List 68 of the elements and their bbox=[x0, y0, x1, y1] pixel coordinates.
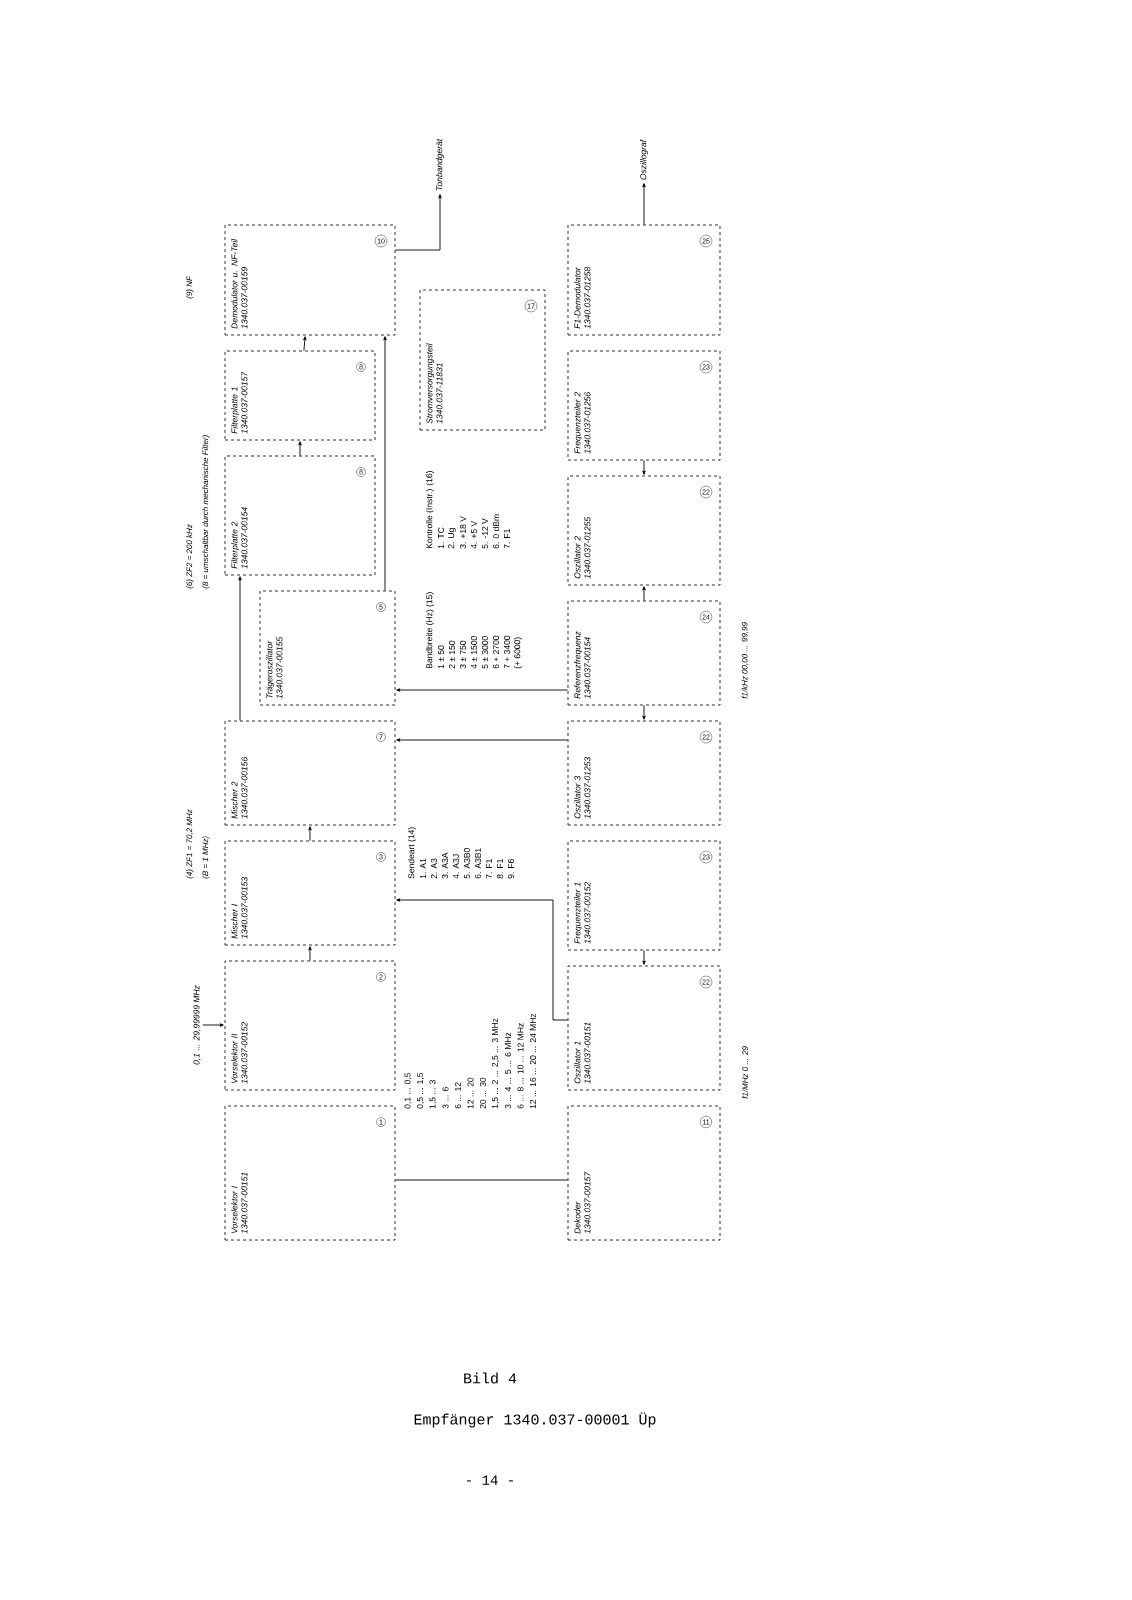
signal-annotation: (9) NF bbox=[186, 275, 194, 299]
table-cell: 1 ± 50 bbox=[438, 645, 444, 669]
table-cell: Bandbreite (Hz) (15) bbox=[426, 592, 434, 669]
signal-annotation: (6) ZF2 = 200 kHz bbox=[186, 524, 194, 589]
table-cell: 7 + 3400 bbox=[504, 635, 510, 669]
table-cell: 4. +5 V bbox=[471, 520, 477, 549]
table-cell: 3. +18 V bbox=[460, 516, 466, 549]
signal-arrow bbox=[308, 946, 312, 962]
table-cell: 7. F1 bbox=[486, 859, 492, 879]
table-cell: 12 ... 20 bbox=[467, 1077, 474, 1109]
table-cell: 3. A3A bbox=[442, 852, 448, 879]
table-cell: 2. A3 bbox=[431, 858, 437, 879]
signal-arrow bbox=[642, 949, 646, 965]
table-cell: 6. 0 dBm bbox=[492, 514, 500, 549]
figure-caption: Empfänger 1340.037-00001 Üp bbox=[414, 1412, 656, 1428]
signal-arrow bbox=[238, 576, 242, 722]
signal-arrow bbox=[642, 183, 646, 226]
table-cell: 5. A3B0 bbox=[464, 848, 470, 879]
table-cell: 5. -12 V bbox=[482, 518, 488, 549]
table-cell: (+ 6000) bbox=[514, 637, 522, 669]
table-cell: 6 ... 12 bbox=[455, 1082, 461, 1109]
table-cell: 2 ± 150 bbox=[449, 640, 455, 669]
table-cell: 6 + 2700 bbox=[493, 635, 499, 669]
table-cell: 0,5 ... 1,5 bbox=[417, 1072, 424, 1109]
signal-arrow bbox=[394, 194, 442, 251]
signal-arrow bbox=[303, 336, 307, 352]
table-cell: 12 ... 16 ... 20 ... 24 MHz bbox=[530, 1013, 536, 1109]
table-cell: 1,5 ... 2 ... 2,5 ... 3 MHz bbox=[492, 1018, 499, 1109]
table-cell: Sendeart (14) bbox=[408, 827, 416, 879]
table-cell: Kontrolle (Instr.) (16) bbox=[426, 471, 434, 549]
table-cell: 6 ... 8 ... 10 ... 12 MHz bbox=[517, 1023, 524, 1109]
table-cell: 0,1 ... 0,5 bbox=[404, 1072, 412, 1109]
table-cell: 1,5 ... 3 bbox=[429, 1080, 437, 1109]
table-cell: 3 ... 6 bbox=[442, 1087, 449, 1109]
signal-arrow bbox=[396, 898, 569, 1021]
signal-annotation: (B = 1 MHz) bbox=[202, 836, 210, 879]
page-number: - 14 - bbox=[467, 1475, 513, 1485]
signal-line bbox=[394, 1179, 569, 1181]
terminal-label: Tonbandgerät bbox=[436, 138, 444, 191]
table-cell: 7. F1 bbox=[504, 529, 510, 549]
signal-arrow bbox=[383, 336, 387, 592]
signal-arrow bbox=[642, 586, 646, 602]
signal-annotation: (8 = umschaltbar durch mechanische Filter) bbox=[202, 435, 210, 589]
table-cell: 1. A1 bbox=[420, 858, 426, 879]
table-cell: 3 ± 750 bbox=[460, 640, 466, 669]
signal-arrow bbox=[396, 738, 569, 742]
frequency-note: f1/kHz 00,00 ... 99,99 bbox=[741, 622, 749, 699]
table-cell: 3 ... 4 ... 5 ... 6 MHz bbox=[505, 1032, 511, 1109]
terminal-label: 0,1 ... 29,99999 MHz bbox=[193, 985, 201, 1065]
table-cell: 8. F1 bbox=[497, 859, 503, 879]
figure-title: Bild 4 bbox=[464, 1372, 517, 1384]
table-cell: 2. Ug bbox=[448, 528, 456, 549]
signal-arrow bbox=[396, 688, 569, 692]
terminal-label: Oszillograf bbox=[640, 139, 648, 180]
table-cell: 6. A3B1 bbox=[475, 848, 481, 879]
signal-arrow bbox=[642, 704, 646, 720]
signal-arrow bbox=[202, 1023, 224, 1027]
signal-annotation: (4) ZF1 = 70,2 MHz bbox=[186, 809, 194, 879]
signal-arrow bbox=[642, 459, 646, 475]
table-cell: 1. TC bbox=[438, 527, 444, 549]
signal-arrow bbox=[308, 826, 312, 842]
table-cell: 4. A3J bbox=[453, 854, 459, 879]
signal-arrow bbox=[298, 441, 302, 457]
table-cell: 20 ... 30 bbox=[480, 1077, 486, 1109]
table-cell: 5 ± 3000 bbox=[482, 636, 488, 669]
frequency-note: f1/MHz 0 ... 29 bbox=[742, 1046, 748, 1099]
table-cell: 9. F6 bbox=[508, 859, 514, 879]
table-cell: 4 ± 1500 bbox=[471, 636, 477, 669]
